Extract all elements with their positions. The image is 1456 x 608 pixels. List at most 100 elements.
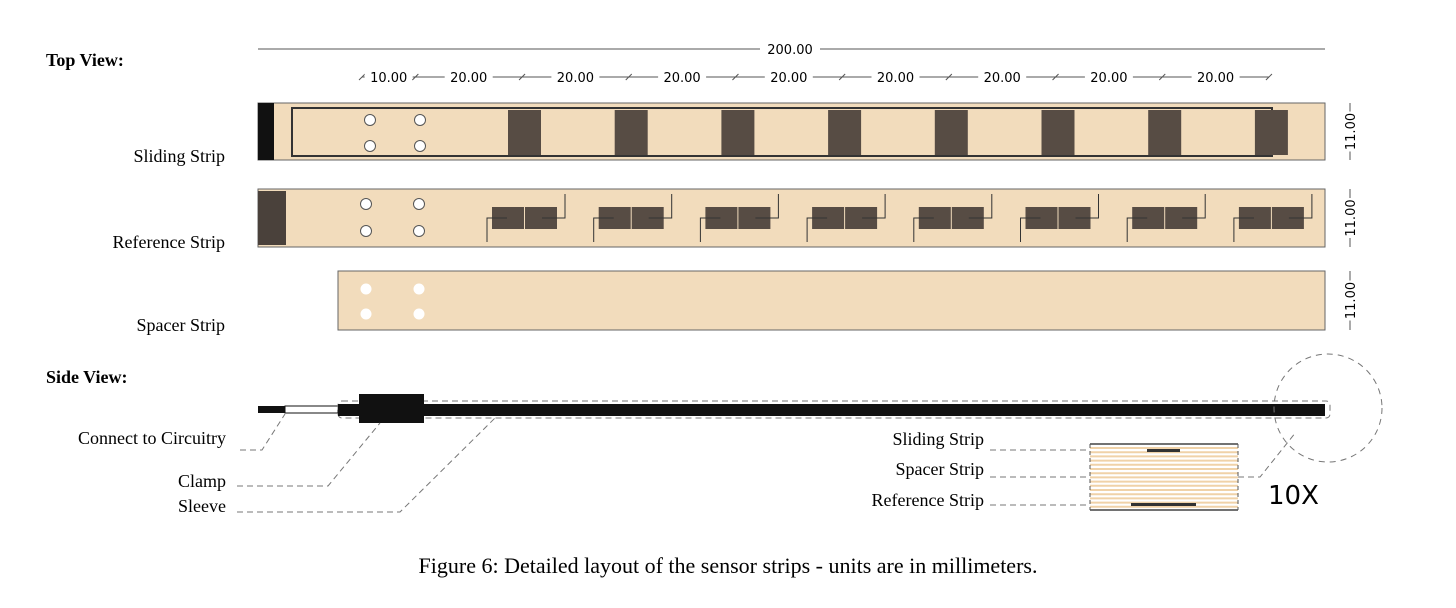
mounting-hole [414,140,426,152]
reference-trace [699,217,721,242]
clamp-label: Clamp [178,471,226,491]
mounting-hole [360,283,372,295]
dimension-label-bg [1342,111,1358,152]
reference-trace [862,194,886,219]
segment-dimension-label: 20.00 [663,71,700,86]
dimension-label-bg [1084,69,1133,83]
reference-pad [1238,207,1271,229]
reference-pad [492,207,524,229]
sliding-connector [258,103,274,160]
reference-strip-label: Reference Strip [113,232,225,252]
segment-dimension-label: 20.00 [770,71,807,86]
segment-dimension-label: 20.00 [1090,71,1127,86]
dimension-label-bg [978,69,1027,83]
reference-pad [1165,207,1198,229]
mounting-hole [364,140,376,152]
reference-trace [593,217,614,242]
mounting-hole [414,114,426,126]
reference-trace [486,217,507,242]
dimension-tick [518,73,526,81]
connect-label: Connect to Circuitry [78,428,226,448]
mounting-hole [360,308,372,320]
spacer-strip [337,270,1326,331]
dimension-label-bg [871,69,920,83]
reference-trace [648,194,673,219]
mounting-hole [413,198,425,210]
pads [360,110,1313,320]
segment-dimension-label: 20.00 [877,71,914,86]
leader-lines [237,413,1297,513]
reference-trace [1288,194,1313,219]
reference-trace [1182,194,1206,219]
magnify-circle [1273,353,1383,463]
segment-dimension-label: 20.00 [450,71,487,86]
reference-connector [258,191,286,245]
sliding-pad [934,110,968,155]
reference-pad [845,207,878,229]
reference-trace [1126,217,1148,242]
mounting-hole [360,198,372,210]
sliding-pad [614,110,648,155]
dimension-tick [1265,73,1273,81]
side-view-heading: Side View: [46,367,128,387]
reference-pad [738,207,771,229]
mounting-hole [413,225,425,237]
reference-pad [951,207,984,229]
reference-pad [1058,207,1091,229]
sliding-strip-label: Sliding Strip [133,146,225,166]
reference-strip [257,188,1326,248]
reference-pad [918,207,951,229]
reference-trace [542,194,566,219]
reference-pad [598,207,631,229]
detail-sliding-pad [1147,449,1180,452]
detail-sliding-label: Sliding Strip [892,429,984,449]
reference-pad [1132,207,1165,229]
detail-reference-label: Reference Strip [872,490,984,510]
dimension-label-bg [1191,69,1240,83]
dimension-tick [411,73,419,81]
reference-trace [1233,217,1254,242]
width-dimension-label: 11.00 [1344,282,1359,319]
dimension-label-bg [551,69,600,83]
detail-reference-pad [1131,503,1196,506]
top-view-heading: Top View: [46,50,124,70]
dimension-label-bg [444,69,493,83]
dimension-tick [945,73,953,81]
reference-pad [812,207,845,229]
sliding-pad [1041,110,1075,155]
magnification-label: 10X [1268,481,1319,511]
mounting-hole [413,283,425,295]
segment-dimension-label: 20.00 [557,71,594,86]
reference-trace [806,217,828,242]
reference-trace [1020,217,1041,242]
dimension-label-bg [658,69,707,83]
sleeve-label: Sleeve [178,496,226,516]
sliding-pad [508,110,541,155]
detail-spacer-label: Spacer Strip [896,459,984,479]
total-dimension-label: 200.00 [767,43,813,58]
segment-dimension-label: 20.00 [984,71,1021,86]
width-dimension-label: 11.00 [1344,113,1359,150]
dimension-tick [358,73,366,81]
segment-dimension-label: 20.00 [1197,71,1234,86]
cable-sheath [284,405,339,414]
sliding-pad [828,110,862,155]
width-dimension-label: 11.00 [1344,199,1359,236]
reference-pad [631,207,664,229]
mounting-hole [360,225,372,237]
dimension-label-bg [364,69,413,83]
dimension-tick [1052,73,1059,81]
dimension-tick [625,73,633,81]
reference-pad [525,207,557,229]
spacer-strip-label: Spacer Strip [137,315,225,335]
strip-stack-side [338,404,1325,416]
dimension-tick [838,73,846,81]
reference-trace [1075,194,1099,219]
mounting-hole [413,308,425,320]
width-dimensions: 11.00 11.00 11.00 [1342,103,1359,330]
total-dimension: 200.00 [258,43,1325,58]
reference-pad [705,207,738,229]
mounting-hole [364,114,376,126]
